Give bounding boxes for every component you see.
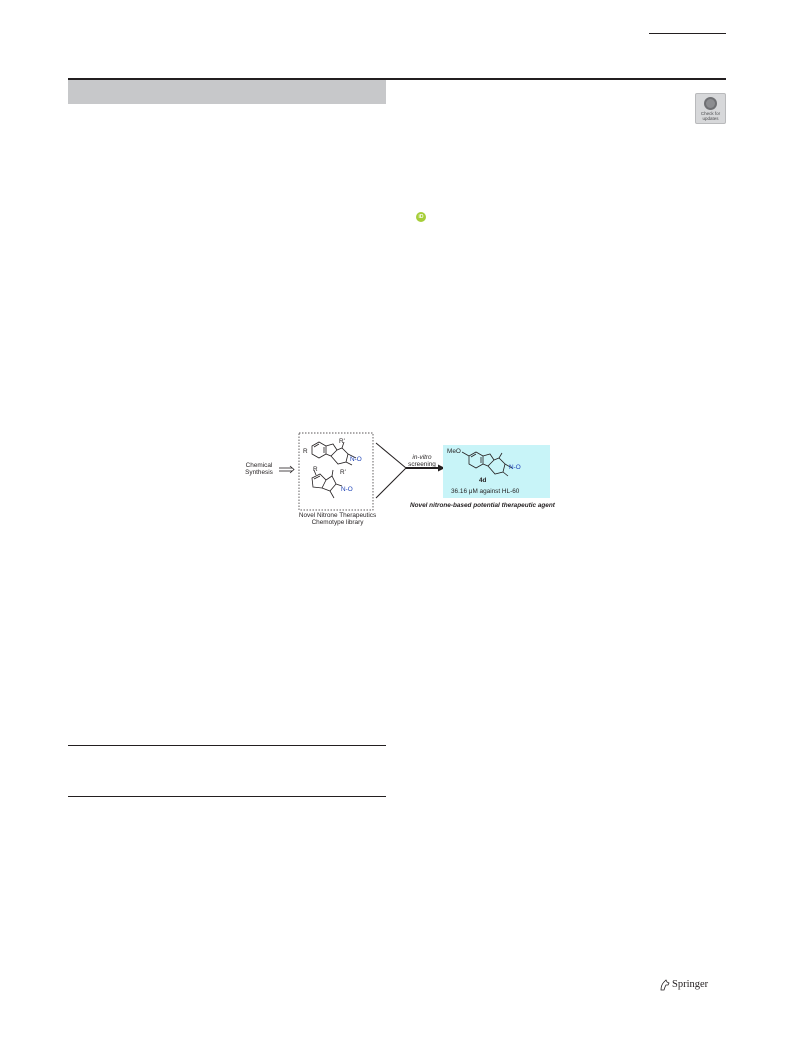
lead-compound-id: 4d [479, 477, 487, 484]
publisher-logo-text: Springer [672, 979, 709, 990]
section-rule-bottom [68, 796, 386, 797]
indole-nitrone-structure [311, 441, 357, 466]
indole-n-oxide: N-O [350, 456, 362, 463]
check-for-updates-label: Check for updates [700, 111, 721, 121]
lead-compound-structure [461, 451, 513, 477]
article-type-band [68, 80, 386, 104]
update-icon [704, 97, 717, 110]
pyrrole-n-oxide: N-O [341, 486, 353, 493]
orcid-icon[interactable]: iD [416, 212, 426, 222]
pyrrole-r-substituent: R [313, 466, 318, 473]
lead-compound-box [443, 445, 550, 498]
header-short-rule [649, 33, 726, 34]
lead-activity: 36.16 μM against HL-60 [451, 488, 520, 495]
library-box [298, 432, 374, 511]
graphical-abstract-drawing [279, 432, 550, 511]
chemical-synthesis-label: Chemical Synthesis [245, 462, 273, 476]
section-rule-top [68, 745, 386, 746]
header-main-rule [68, 78, 726, 80]
lead-n-oxide: N-O [509, 464, 521, 471]
synthesis-arrow [279, 465, 295, 474]
pyrrole-r1-substituent: R' [340, 469, 346, 476]
indole-r1-substituent: R' [339, 438, 345, 445]
springer-horse-icon [660, 979, 670, 991]
screening-arrows [375, 442, 438, 499]
chemotype-library-label: Novel Nitrone Therapeutics Chemotype lib… [298, 512, 377, 526]
in-vitro-screening-label: in-vitro screening [408, 454, 436, 468]
indole-r-substituent: R [303, 448, 308, 455]
check-for-updates-badge[interactable]: Check for updates [695, 93, 726, 124]
screening-arrowhead [438, 464, 445, 472]
pyrrole-nitrone-structure [311, 469, 343, 499]
lead-methoxy-label: MeO [447, 448, 461, 455]
lead-caption: Novel nitrone-based potential therapeuti… [410, 502, 555, 509]
